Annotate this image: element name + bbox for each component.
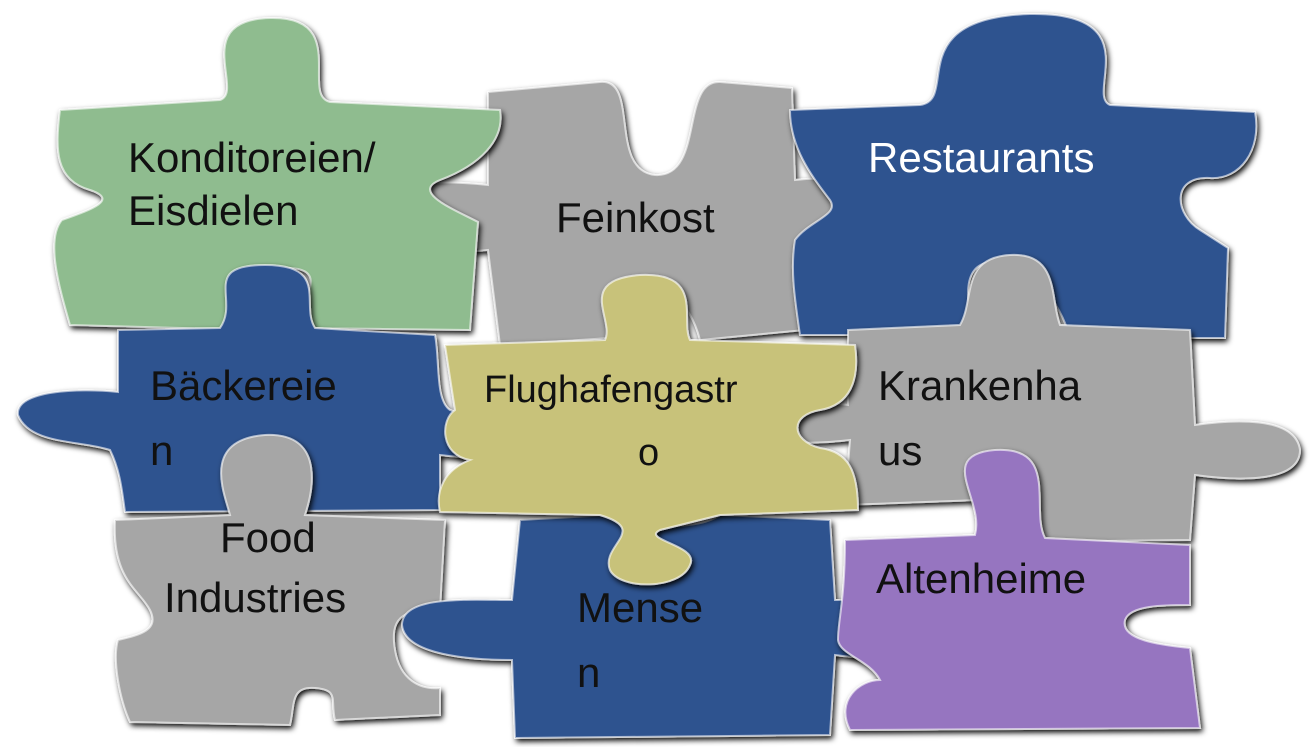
puzzle-piece-altenheime bbox=[836, 448, 1202, 732]
puzzle-piece-restaurants bbox=[788, 12, 1258, 339]
flughafen-label-line2: o bbox=[638, 432, 659, 474]
feinkost-label: Feinkost bbox=[556, 194, 715, 241]
puzzle-piece-flughafen bbox=[437, 273, 860, 586]
krankenhaus-label-line2: us bbox=[878, 427, 922, 474]
konditoreien-label-line1: Konditoreien/ bbox=[128, 134, 376, 181]
baeckereien-label-line2: n bbox=[150, 427, 173, 474]
puzzle-piece-food bbox=[113, 433, 447, 727]
restaurants-label: Restaurants bbox=[868, 134, 1094, 181]
flughafen-label-line1: Flughafengastr bbox=[484, 369, 738, 411]
altenheime-label: Altenheime bbox=[876, 555, 1086, 602]
mensen-label-line1: Mense bbox=[577, 584, 703, 631]
baeckereien-label-line1: Bäckereie bbox=[150, 362, 337, 409]
food-label-line2: Industries bbox=[164, 574, 346, 621]
konditoreien-label-line2: Eisdielen bbox=[128, 187, 298, 234]
krankenhaus-label-line1: Krankenha bbox=[878, 362, 1082, 409]
food-label-line1: Food bbox=[220, 514, 316, 561]
mensen-label-line2: n bbox=[577, 649, 600, 696]
